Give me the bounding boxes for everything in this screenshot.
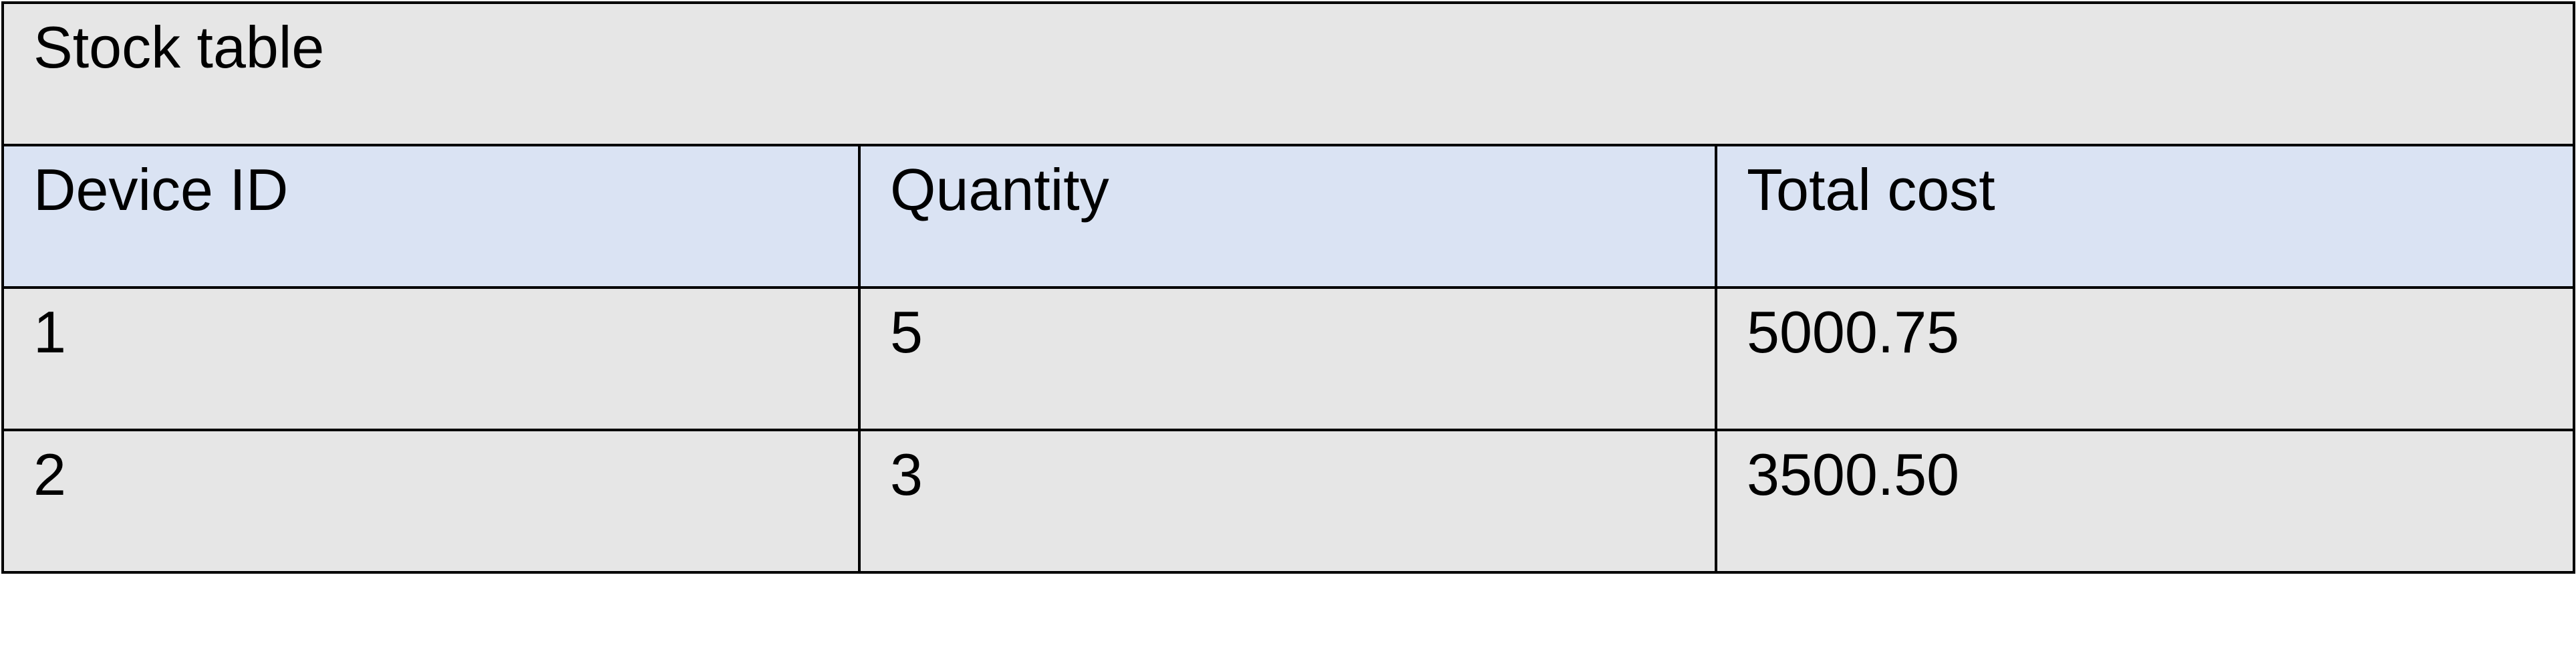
table-title-row: Stock table bbox=[1, 1, 2576, 146]
column-header-quantity: Quantity bbox=[858, 144, 1717, 289]
cell-quantity: 3 bbox=[858, 429, 1717, 574]
cell-total-cost: 3500.50 bbox=[1714, 429, 2576, 574]
column-header-device-id: Device ID bbox=[1, 144, 861, 289]
table-header-row: Device ID Quantity Total cost bbox=[1, 144, 2576, 289]
table-row: 2 3 3500.50 bbox=[1, 429, 2576, 574]
cell-quantity: 5 bbox=[858, 286, 1717, 431]
stock-table: Stock table Device ID Quantity Total cos… bbox=[1, 1, 2576, 574]
cell-total-cost: 5000.75 bbox=[1714, 286, 2576, 431]
cell-device-id: 1 bbox=[1, 286, 861, 431]
cell-device-id: 2 bbox=[1, 429, 861, 574]
column-header-total-cost: Total cost bbox=[1714, 144, 2576, 289]
table-title: Stock table bbox=[1, 1, 2576, 146]
table-row: 1 5 5000.75 bbox=[1, 286, 2576, 431]
